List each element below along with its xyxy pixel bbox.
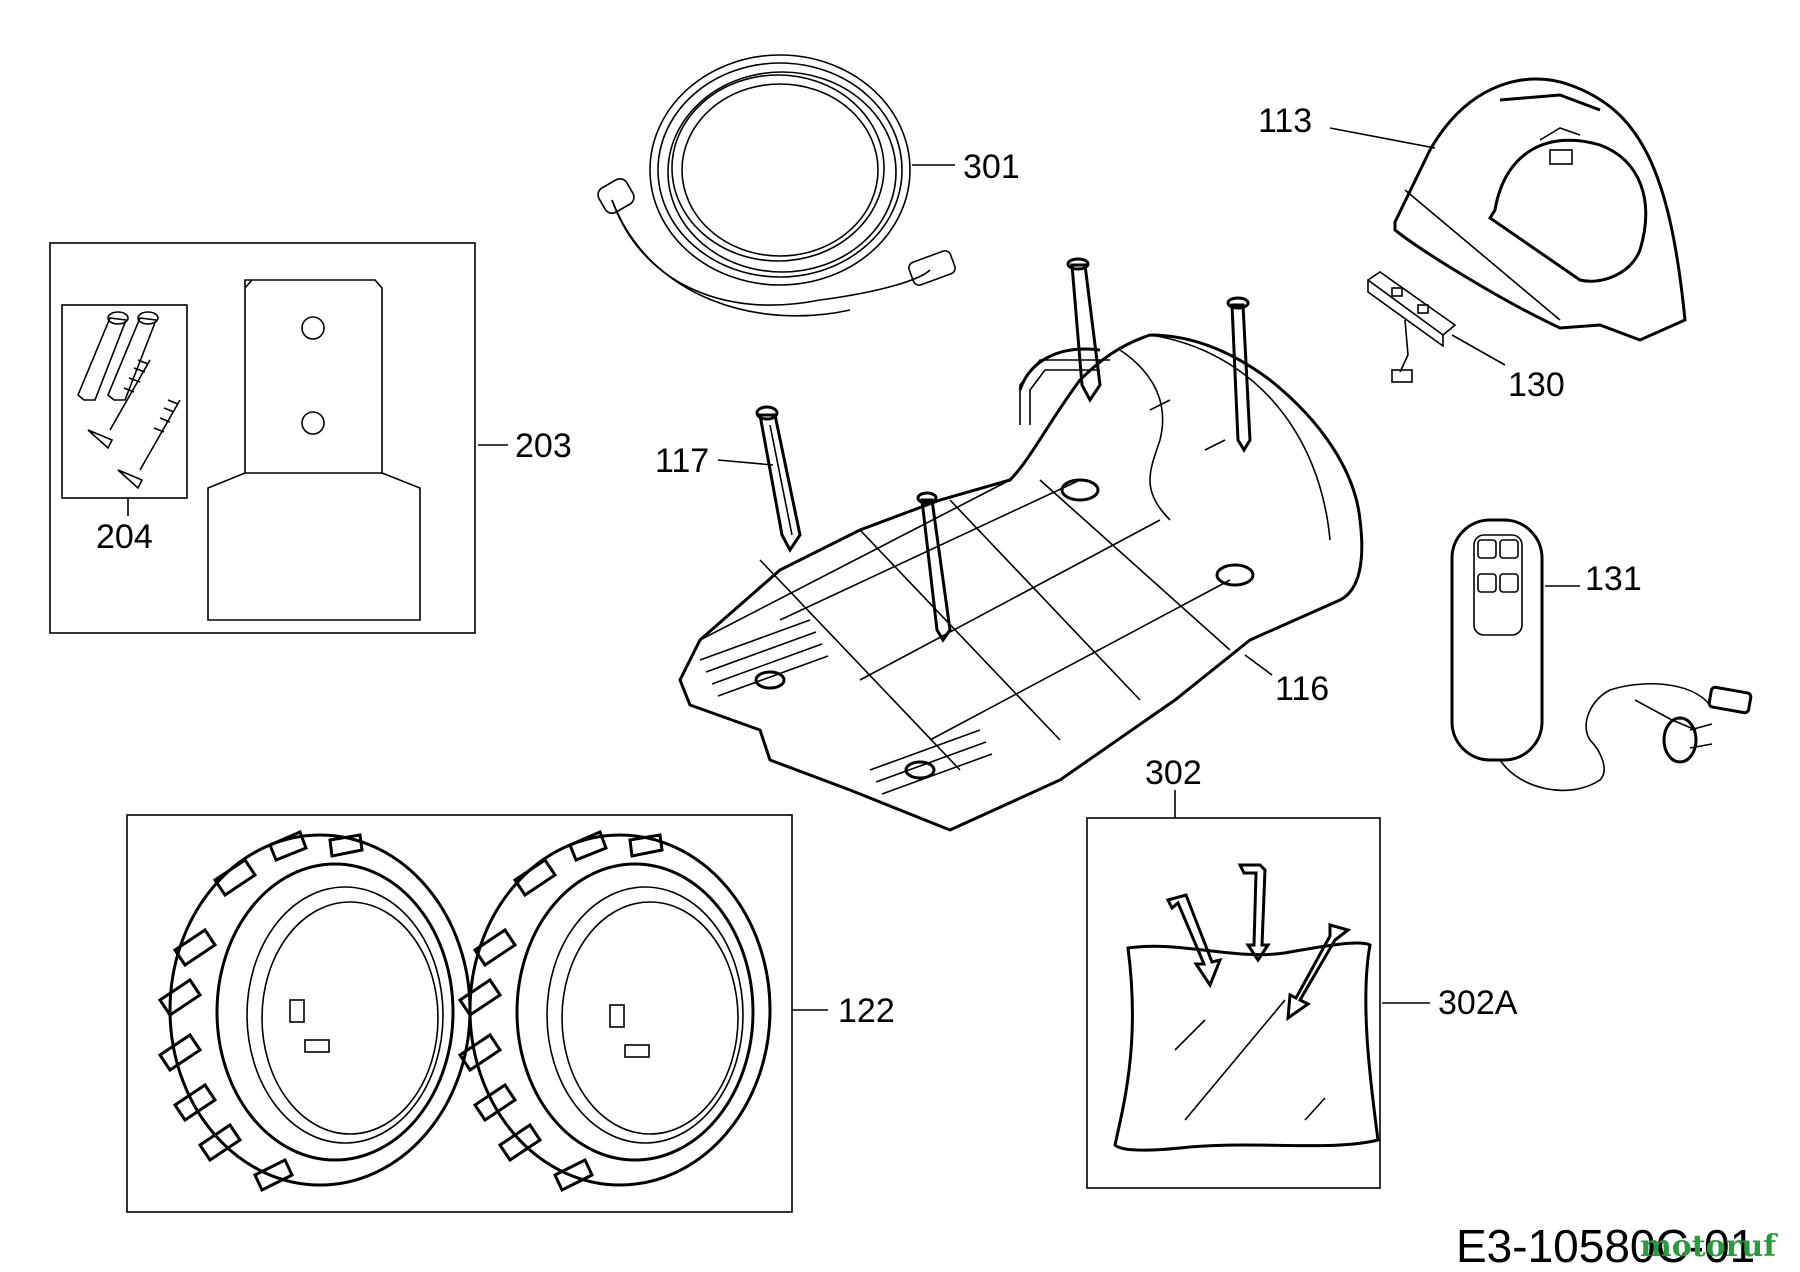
- mounting-bracket: [207, 279, 421, 621]
- label-203: 203: [515, 427, 572, 465]
- leader-116: [1244, 654, 1273, 676]
- wheels-box-122: [126, 814, 793, 1213]
- drawing-code: E3-10580C-01: [1456, 1220, 1755, 1272]
- label-116: 116: [1275, 670, 1329, 708]
- power-supply-remote: [1450, 518, 1753, 792]
- leader-113: [1329, 127, 1436, 149]
- leader-130: [1451, 334, 1506, 366]
- loose-peg: [755, 405, 802, 553]
- wheel-right: [457, 829, 772, 1193]
- label-302: 302: [1145, 754, 1202, 792]
- label-130: 130: [1508, 366, 1565, 404]
- parts-bag: [1113, 863, 1380, 1152]
- watermark-text: motoruf: [1640, 1229, 1778, 1264]
- label-301: 301: [963, 148, 1020, 186]
- label-122: 122: [838, 992, 895, 1030]
- watermark-logo: motoruf: [1640, 1229, 1778, 1264]
- circuit-board: [1366, 271, 1457, 383]
- bag-box-302: [1086, 817, 1381, 1189]
- station-cover: [1393, 77, 1687, 342]
- screws-and-dowels: [77, 311, 181, 490]
- charging-base: [678, 333, 1364, 832]
- watermark-text: motoruf: [1640, 1229, 1778, 1264]
- label-302a: 302A: [1438, 984, 1518, 1022]
- wheel-left: [157, 829, 472, 1193]
- kit-box-203: [49, 242, 476, 634]
- label-117: 117: [655, 442, 709, 480]
- label-204: 204: [96, 518, 153, 556]
- kit-box-204: [61, 304, 188, 499]
- perimeter-wire-coil: [597, 54, 956, 317]
- base-pegs: [916, 257, 1252, 643]
- label-113: 113: [1258, 102, 1312, 140]
- label-131: 131: [1585, 560, 1642, 598]
- leader-117: [717, 459, 774, 466]
